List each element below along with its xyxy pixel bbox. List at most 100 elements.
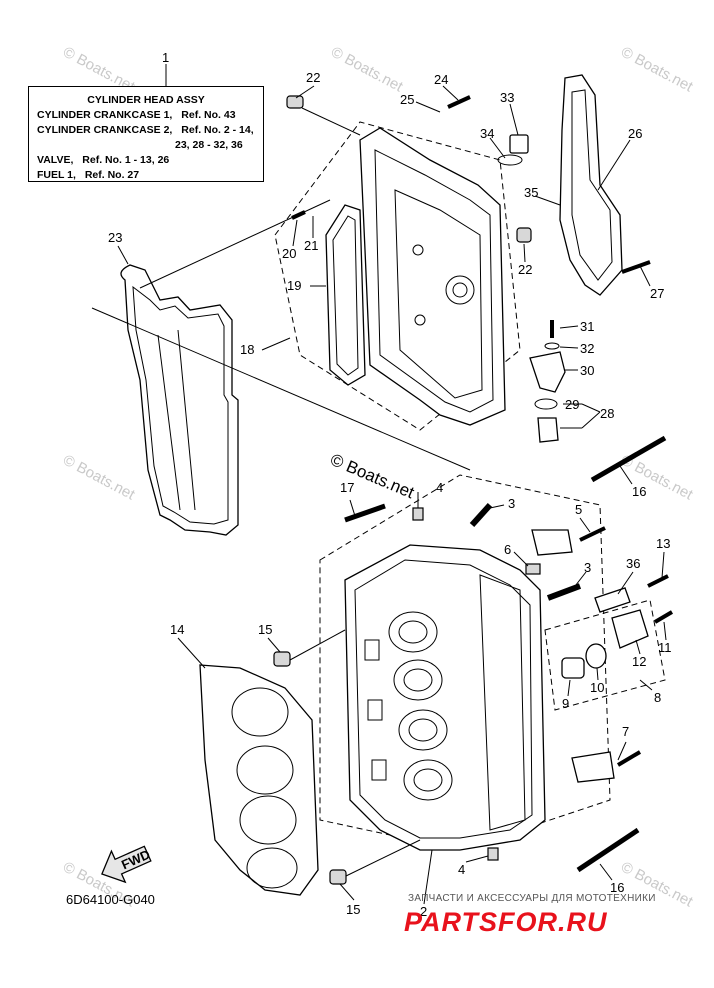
callout-label: 6 xyxy=(504,542,511,557)
callout-label: 17 xyxy=(340,480,354,495)
callout-label: 15 xyxy=(346,902,360,917)
callout-label: 36 xyxy=(626,556,640,571)
callout-label: 3 xyxy=(584,560,591,575)
part-3-pin xyxy=(546,583,582,601)
part-14-head-gasket xyxy=(199,664,319,896)
part-5-clamp xyxy=(531,529,573,556)
callout-label: 19 xyxy=(287,278,301,293)
callout-label: 32 xyxy=(580,341,594,356)
callout-label: 8 xyxy=(654,690,661,705)
callout-label: 33 xyxy=(500,90,514,105)
spec-row-name: VALVE, xyxy=(37,154,74,166)
part-22-plug xyxy=(516,227,532,243)
part-3-pin xyxy=(469,502,493,528)
watermark-text: © Boats.net xyxy=(60,452,138,504)
callout-label: 29 xyxy=(565,397,579,412)
part-11-bolt xyxy=(653,610,674,624)
callout-label: 27 xyxy=(650,286,664,301)
part-16-stud xyxy=(576,827,640,873)
cylinder-head-outline xyxy=(274,121,521,431)
part-13-bolt xyxy=(647,574,669,588)
callout-label: 16 xyxy=(632,484,646,499)
callout-label: 21 xyxy=(304,238,318,253)
spec-row: VALVE, Ref. No. 1 - 13, 26 xyxy=(37,153,255,168)
part-6-collar xyxy=(525,563,541,575)
callout-label: 26 xyxy=(628,126,642,141)
callout-label: 15 xyxy=(258,622,272,637)
spec-box-title: CYLINDER HEAD ASSY xyxy=(87,94,205,106)
spec-row-ref: Ref. No. 1 - 13, 26 xyxy=(82,154,170,166)
part-15-dowel xyxy=(329,869,347,885)
spec-row-name: CYLINDER CRANKCASE 1, xyxy=(37,109,173,121)
assembly-outlines xyxy=(274,121,666,851)
callout-label: 4 xyxy=(458,862,465,877)
part-5-bolt xyxy=(579,526,606,542)
leader-lines xyxy=(91,64,667,905)
fwd-arrow-label: FWD xyxy=(119,847,152,873)
cylinder-crankcase-outline xyxy=(319,474,611,851)
callout-label: 20 xyxy=(282,246,296,261)
spec-row: 23, 28 - 32, 36 xyxy=(37,138,255,153)
callout-label: 4 xyxy=(436,480,443,495)
callout-label: 3 xyxy=(508,496,515,511)
callout-label: 1 xyxy=(162,50,169,65)
callout-label: 22 xyxy=(306,70,320,85)
part-19-cover-gasket xyxy=(325,204,366,386)
spec-row-ref: Ref. No. 2 - 14, xyxy=(181,124,254,136)
callout-label: 9 xyxy=(562,696,569,711)
part-17-bolt xyxy=(344,503,386,523)
part-26-bracket xyxy=(559,74,623,296)
callout-label: 5 xyxy=(575,502,582,517)
part-15-dowel xyxy=(273,651,291,667)
spec-row-ref: Ref. No. 43 xyxy=(181,109,236,121)
part-23-gasket xyxy=(120,264,239,536)
spec-row-ref: Ref. No. 27 xyxy=(84,169,140,181)
part-18-cylinder-head xyxy=(359,127,506,426)
part-4-nipple xyxy=(487,847,499,861)
callout-label: 2 xyxy=(420,904,427,919)
diagram-code: 6D64100-G040 xyxy=(66,892,155,907)
spec-box: CYLINDER HEAD ASSY CYLINDER CRANKCASE 1,… xyxy=(28,86,264,182)
shop-tagline: ЗАПЧАСТИ И АКСЕССУАРЫ ДЛЯ МОТОТЕХНИКИ xyxy=(408,893,656,904)
callout-label: 11 xyxy=(658,640,672,655)
part-12-holder xyxy=(611,609,649,649)
callout-label: 35 xyxy=(524,185,538,200)
part-28-sensor-body xyxy=(537,417,559,443)
spec-row-ref: 23, 28 - 32, 36 xyxy=(175,139,243,151)
callout-label: 12 xyxy=(632,654,646,669)
callout-label: 10 xyxy=(590,680,604,695)
callout-label: 30 xyxy=(580,363,594,378)
callout-label: 25 xyxy=(400,92,414,107)
spec-row: FUEL 1, Ref. No. 27 xyxy=(37,168,255,183)
callout-labels: 1 22 24 25 33 34 26 35 22 21 20 19 27 23… xyxy=(108,50,672,919)
part-2-cylinder-block xyxy=(344,544,546,851)
spec-row-name: CYLINDER CRANKCASE 2, xyxy=(37,124,173,136)
part-32-washer xyxy=(544,342,560,350)
shop-logo: PARTSFOR.RU xyxy=(404,907,608,937)
part-9-guide xyxy=(561,657,585,679)
spec-row: CYLINDER CRANKCASE 1, Ref. No. 43 xyxy=(37,108,255,123)
callout-label: 14 xyxy=(170,622,184,637)
callout-label: 16 xyxy=(610,880,624,895)
spec-row: CYLINDER CRANKCASE 2, Ref. No. 2 - 14, xyxy=(37,123,255,138)
callout-label: 34 xyxy=(480,126,494,141)
part-16-stud xyxy=(590,435,667,483)
callout-label: 28 xyxy=(600,406,614,421)
part-7-bolt xyxy=(616,750,642,767)
part-22-plug xyxy=(286,95,304,109)
watermark-text: © Boats.net xyxy=(618,44,696,96)
callout-label: 22 xyxy=(518,262,532,277)
part-33-cap xyxy=(509,134,529,154)
spec-row-name: FUEL 1, xyxy=(37,169,76,181)
part-7-clamp xyxy=(571,751,615,783)
part-27-bolt xyxy=(621,260,651,274)
part-4-nipple xyxy=(412,507,424,521)
part-29-oring xyxy=(534,398,558,410)
callout-label: 24 xyxy=(434,72,448,87)
part-36-fitting xyxy=(594,587,631,613)
valve-group-outline xyxy=(544,599,666,711)
part-30-sensor xyxy=(529,351,566,393)
callout-label: 18 xyxy=(240,342,254,357)
watermark-text: © Boats.net xyxy=(328,44,406,96)
